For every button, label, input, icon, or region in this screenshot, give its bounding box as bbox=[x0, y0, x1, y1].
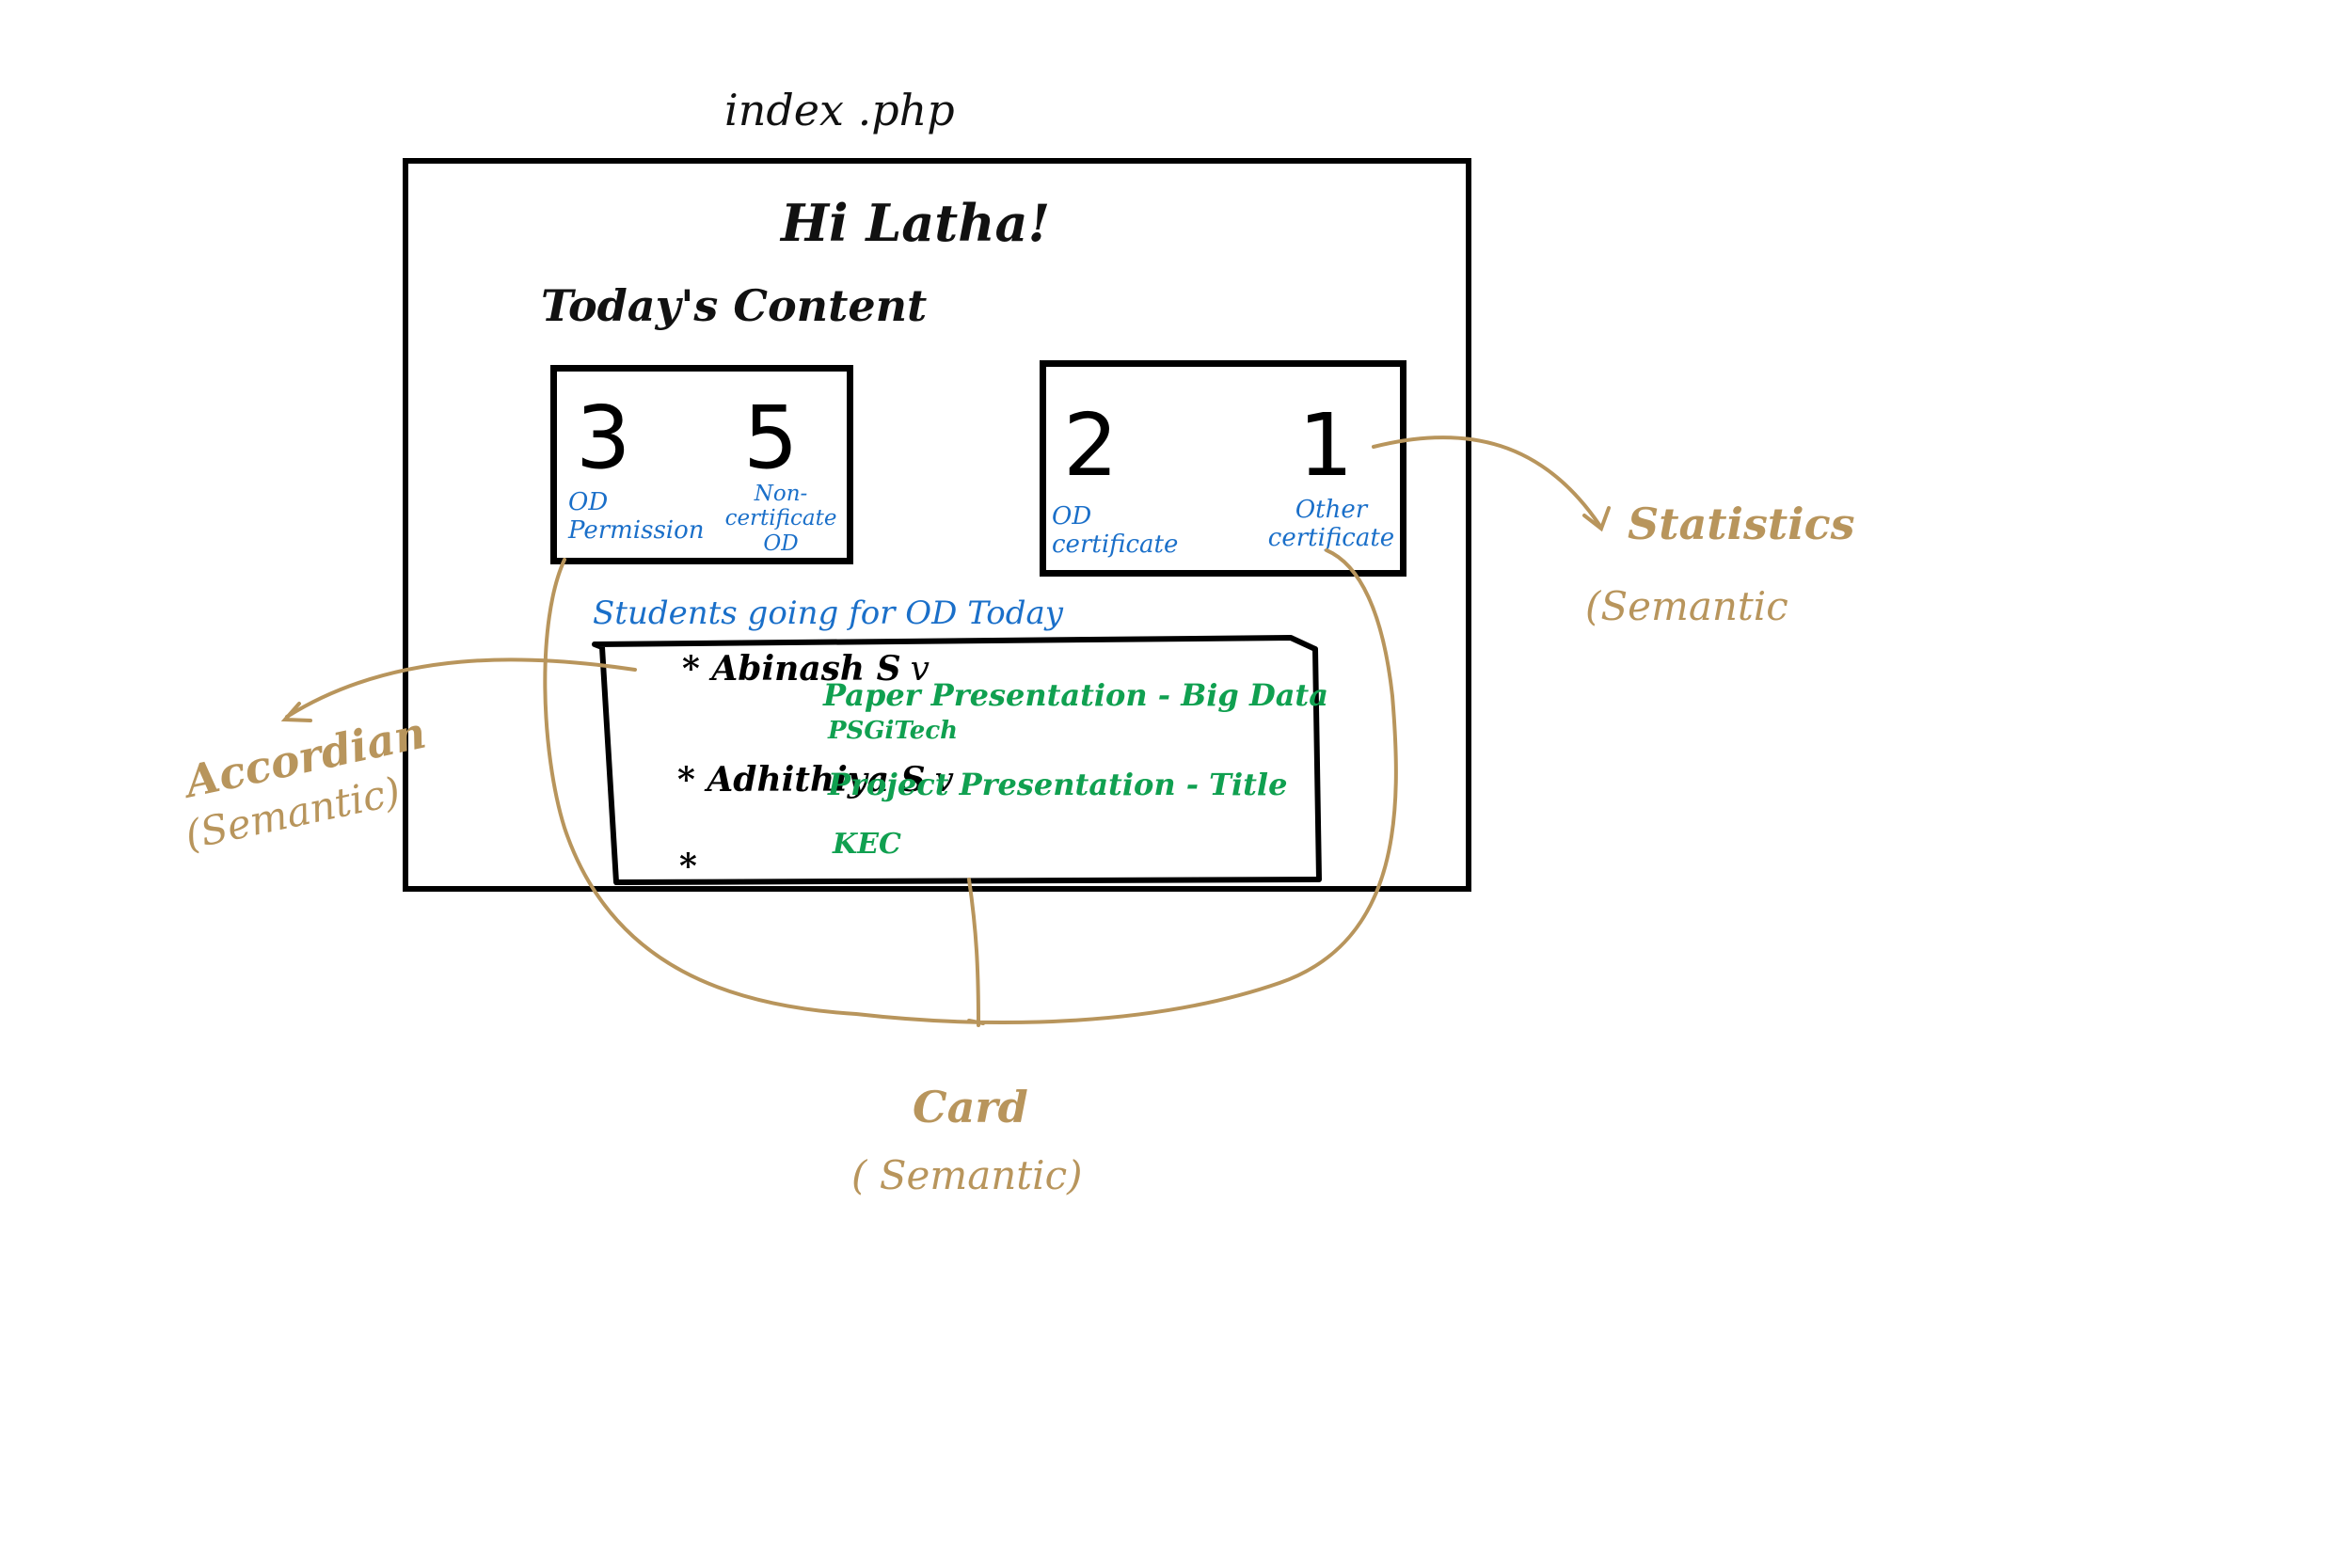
page-frame bbox=[403, 158, 1471, 892]
student-detail-2-event: Project Presentation - Title bbox=[828, 767, 1288, 802]
stat-label-od-permission: OD Permission bbox=[568, 488, 705, 545]
annotation-card: Card bbox=[913, 1082, 1028, 1132]
accordion-item-3-header[interactable]: * bbox=[679, 847, 697, 886]
stats-card-right bbox=[1040, 360, 1406, 577]
stat-value-od-certificate: 2 bbox=[1063, 395, 1119, 496]
chevron-down-icon[interactable]: v bbox=[934, 761, 954, 800]
page-filename: index .php bbox=[724, 85, 955, 135]
chevron-down-icon[interactable]: v bbox=[910, 650, 930, 689]
annotation-statistics-sub: (Semantic bbox=[1585, 583, 1788, 629]
stat-value-other-certificate: 1 bbox=[1298, 395, 1354, 496]
annotation-statistics: Statistics bbox=[1628, 499, 1855, 549]
stat-value-od-permission: 3 bbox=[576, 388, 631, 488]
annotation-card-sub: ( Semantic) bbox=[851, 1152, 1083, 1198]
greeting-heading: Hi Latha! bbox=[781, 193, 1051, 253]
student-name-2: * Adhithiya S bbox=[677, 760, 926, 800]
stat-label-other-certificate: Other certificate bbox=[1267, 496, 1395, 552]
section-title: Today's Content bbox=[541, 280, 928, 331]
student-detail-2-venue: KEC bbox=[833, 828, 901, 861]
stat-value-non-certificate-od: 5 bbox=[743, 388, 799, 488]
stat-label-non-certificate-od: Non-certificate OD bbox=[724, 482, 837, 556]
stats-card-left bbox=[550, 365, 853, 564]
student-name-1: * Abinash S bbox=[682, 649, 901, 689]
student-detail-1-venue: PSGiTech bbox=[828, 717, 959, 745]
students-heading: Students going for OD Today bbox=[593, 594, 1063, 632]
student-detail-1-event: Paper Presentation - Big Data bbox=[823, 677, 1328, 713]
stat-label-od-certificate: OD certificate bbox=[1052, 502, 1179, 559]
